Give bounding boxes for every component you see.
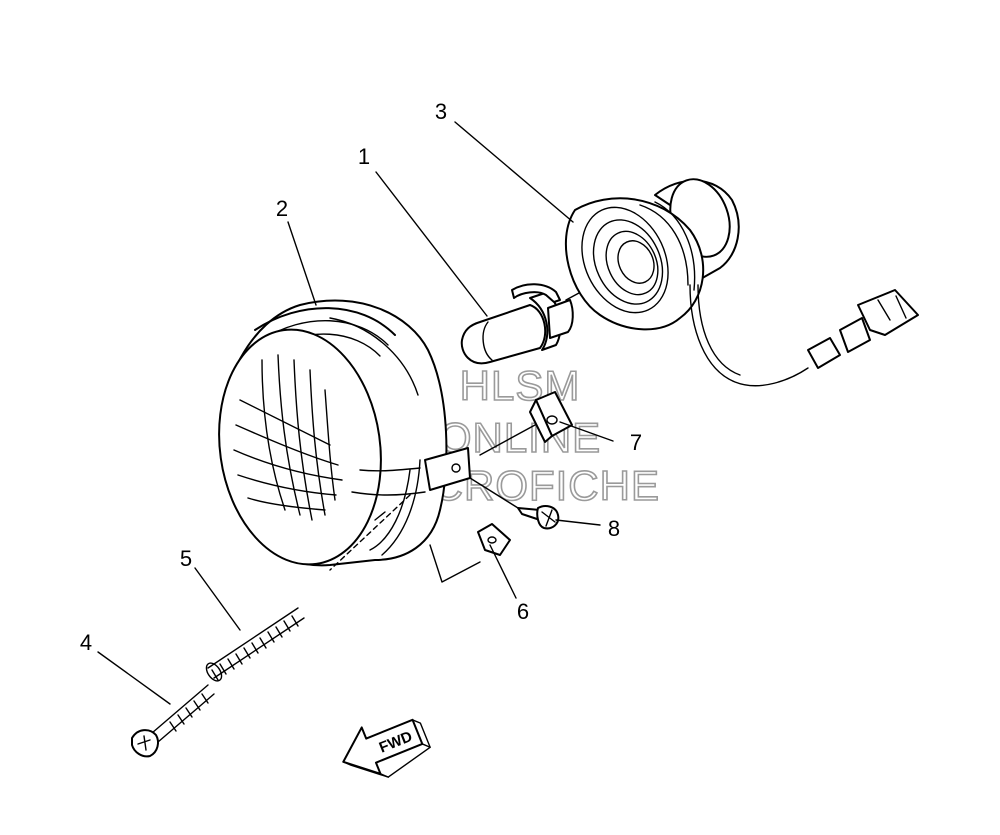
socket-cord-drawing: [564, 178, 919, 387]
callout-8: 8: [608, 516, 620, 541]
clip-nut-drawing: [479, 391, 573, 456]
callout-1: 1: [358, 144, 370, 169]
callout-4: 4: [80, 630, 92, 655]
callout-6: 6: [517, 599, 529, 624]
callout-2: 2: [276, 196, 288, 221]
callout-5: 5: [180, 546, 192, 571]
spring-drawing: [205, 607, 305, 682]
callout-3: 3: [435, 99, 447, 124]
bulb-drawing: [460, 259, 641, 365]
leader-lines: [97, 121, 614, 705]
adjusting-screw-drawing: [131, 684, 215, 758]
screw-drawing: [469, 477, 560, 530]
watermark-line-1: HLSM: [460, 362, 581, 409]
callout-7: 7: [630, 430, 642, 455]
callout-labels: 1 2 3 4 5 6 7 8: [80, 99, 642, 655]
nut-drawing: [477, 523, 511, 556]
forward-direction-arrow: FWD: [342, 718, 431, 778]
headlight-unit-drawing: [218, 299, 481, 583]
